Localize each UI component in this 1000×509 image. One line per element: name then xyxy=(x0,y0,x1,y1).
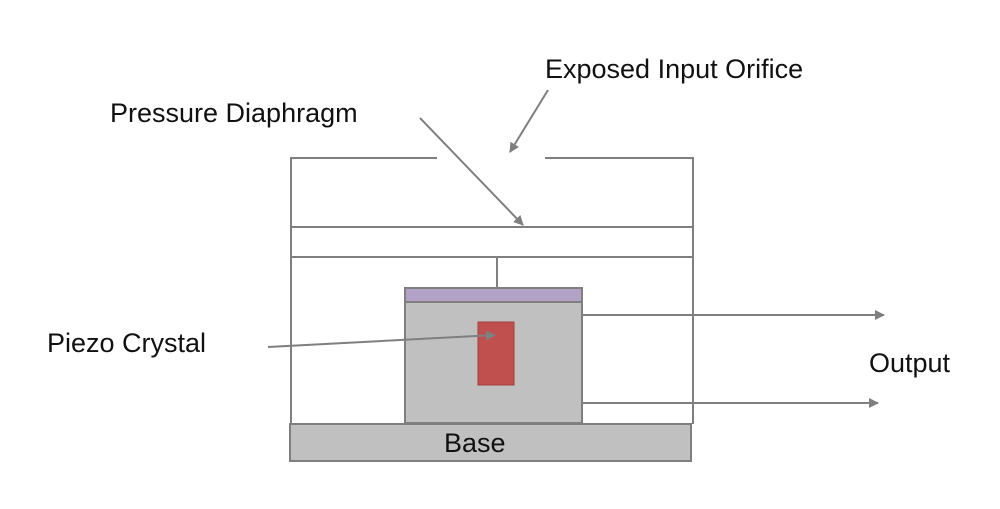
electrode-plate xyxy=(404,287,583,303)
piezo-crystal-arrow xyxy=(267,330,496,348)
housing-left-top xyxy=(290,157,437,424)
piezo-crystal xyxy=(477,321,515,386)
pressure-diaphragm-arrow xyxy=(419,117,524,226)
piezo-crystal-label: Piezo Crystal xyxy=(47,328,207,358)
exposed-input-orifice-label: Exposed Input Orifice xyxy=(545,54,804,84)
output-label: Output xyxy=(869,348,951,378)
exposed-orifice-arrow xyxy=(509,89,549,153)
base-label: Base xyxy=(444,428,506,458)
housing-right-top xyxy=(545,157,694,424)
pressure-diaphragm-label: Pressure Diaphragm xyxy=(110,98,358,128)
base-plate xyxy=(289,423,692,462)
